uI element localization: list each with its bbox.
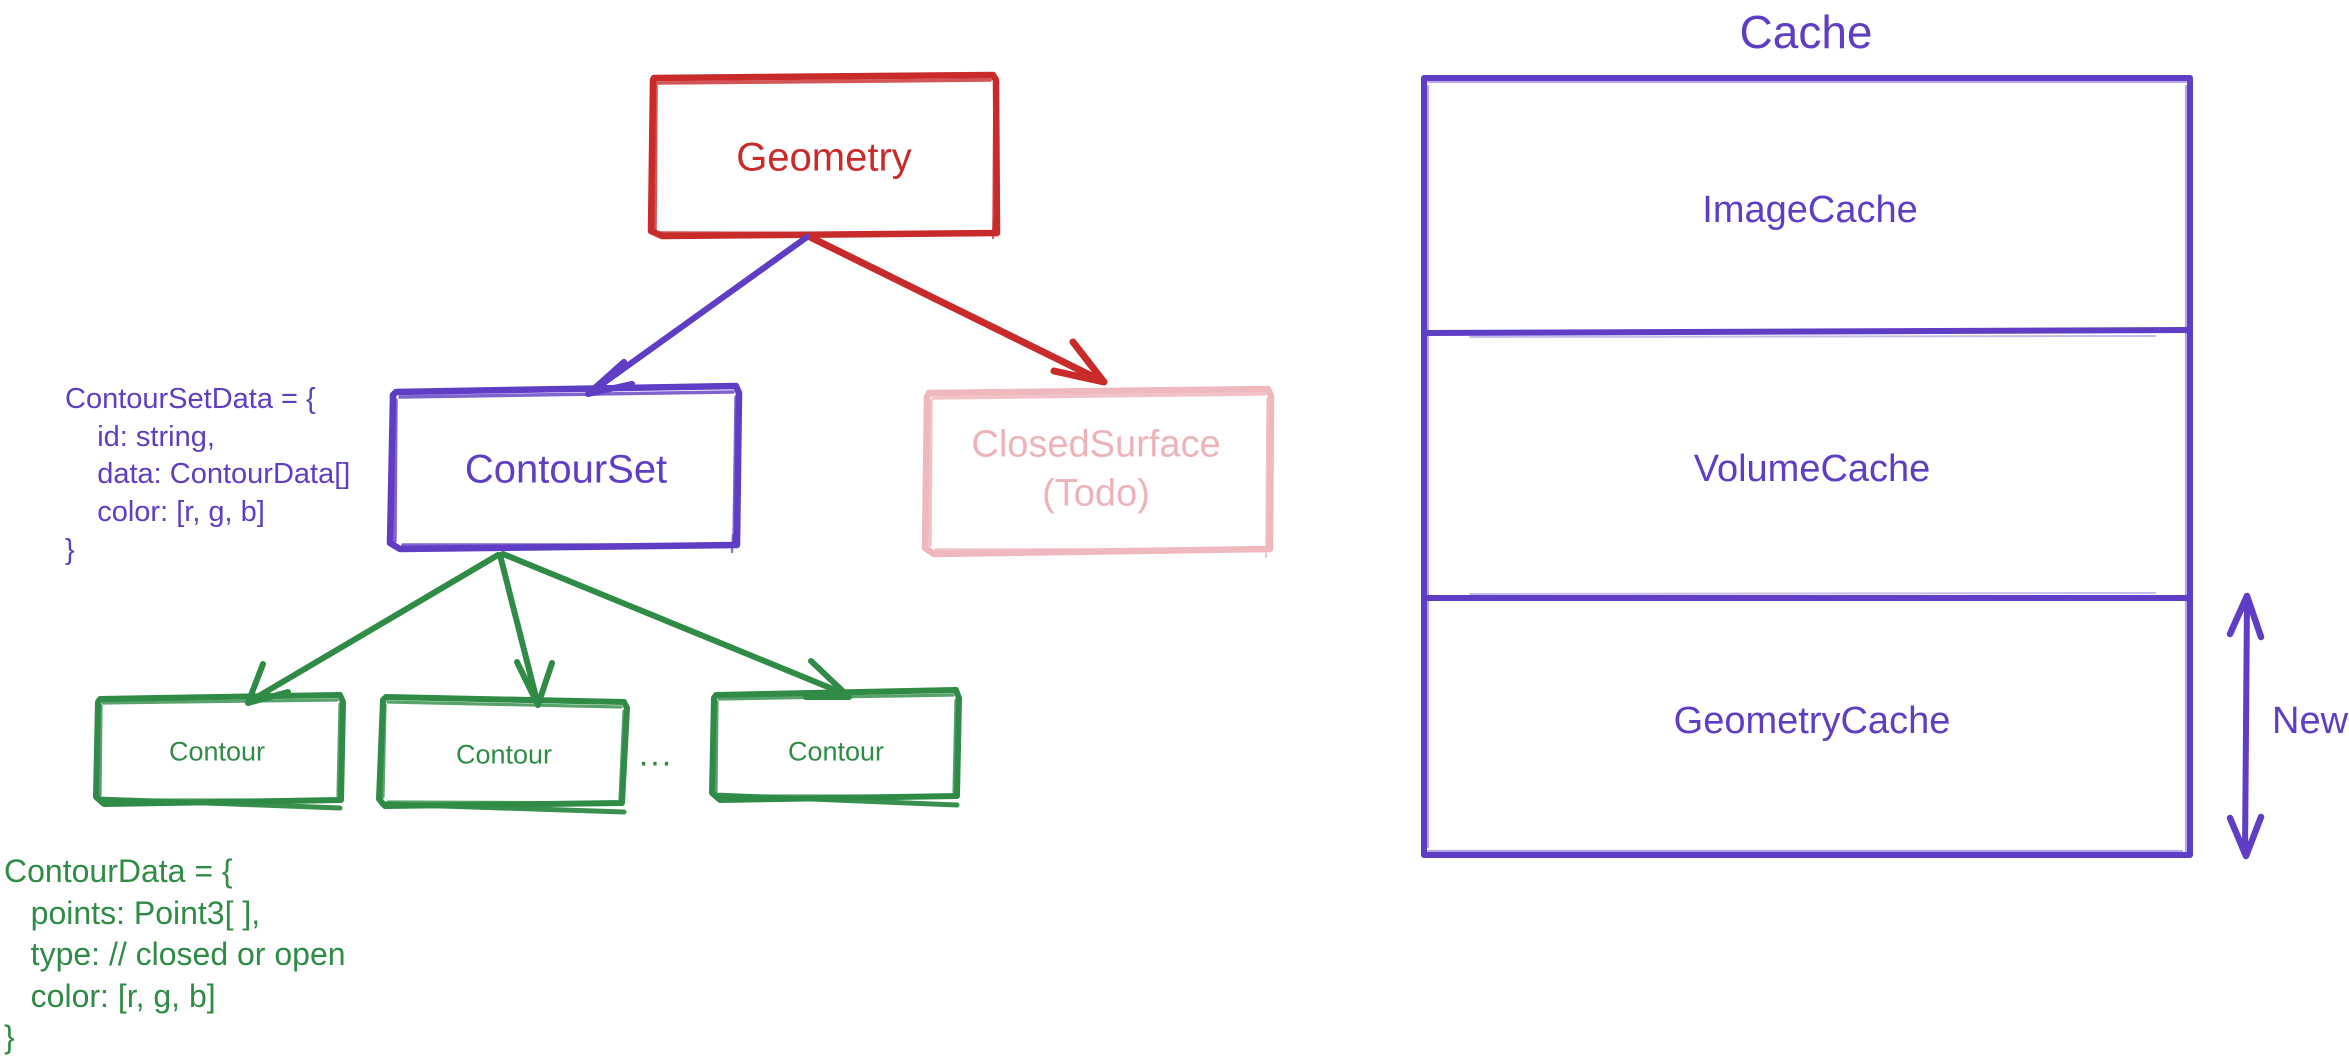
- node-contour-3-label: Contour: [787, 736, 885, 767]
- annotation-contour-set-data-text: ContourSetData = { id: string, data: Con…: [65, 383, 351, 566]
- edge-geometry-to-contourset: [584, 233, 812, 398]
- annotation-contour-data: ContourData = { points: Point3[ ], type:…: [4, 851, 346, 1057]
- edge-contourset-to-contour-1: [245, 552, 501, 706]
- edge-geometry-to-closedsurface: [808, 234, 1108, 386]
- node-contour-2-label: Contour: [455, 739, 553, 770]
- cache-row-volume-cache-label: VolumeCache: [1693, 447, 1931, 490]
- node-contour-1-label: Contour: [168, 736, 266, 767]
- node-geometry-label: Geometry: [736, 135, 912, 180]
- contour-ellipsis: ...: [638, 735, 674, 774]
- node-contourset-box[interactable]: [386, 382, 743, 554]
- annotation-contour-data-text: ContourData = { points: Point3[ ], type:…: [4, 853, 346, 1056]
- edge-contourset-to-contour-3: [500, 551, 852, 700]
- cache-row-geometry-cache-label: GeometryCache: [1673, 699, 1951, 742]
- node-closedsurface-label: ClosedSurface (Todo): [971, 423, 1221, 515]
- node-geometry-box[interactable]: [647, 71, 1001, 240]
- node-contour-3-box[interactable]: [709, 687, 962, 808]
- cache-divider-2: [1422, 592, 2193, 601]
- annotation-contour-set-data: ContourSetData = { id: string, data: Con…: [65, 381, 350, 569]
- edge-contourset-to-contour-2: [497, 552, 555, 708]
- node-contour-2-box[interactable]: [376, 694, 630, 815]
- cache-title: Cache: [1739, 6, 1873, 58]
- new-annotation-label: New: [2272, 700, 2349, 742]
- node-contourset-label: ContourSet: [464, 447, 668, 492]
- new-range-arrow: [2226, 592, 2265, 860]
- cache-row-image-cache-label: ImageCache: [1702, 188, 1918, 231]
- cache-divider-1: [1422, 327, 2193, 338]
- node-closedsurface-box[interactable]: [921, 385, 1275, 559]
- node-contour-1-box[interactable]: [93, 692, 346, 811]
